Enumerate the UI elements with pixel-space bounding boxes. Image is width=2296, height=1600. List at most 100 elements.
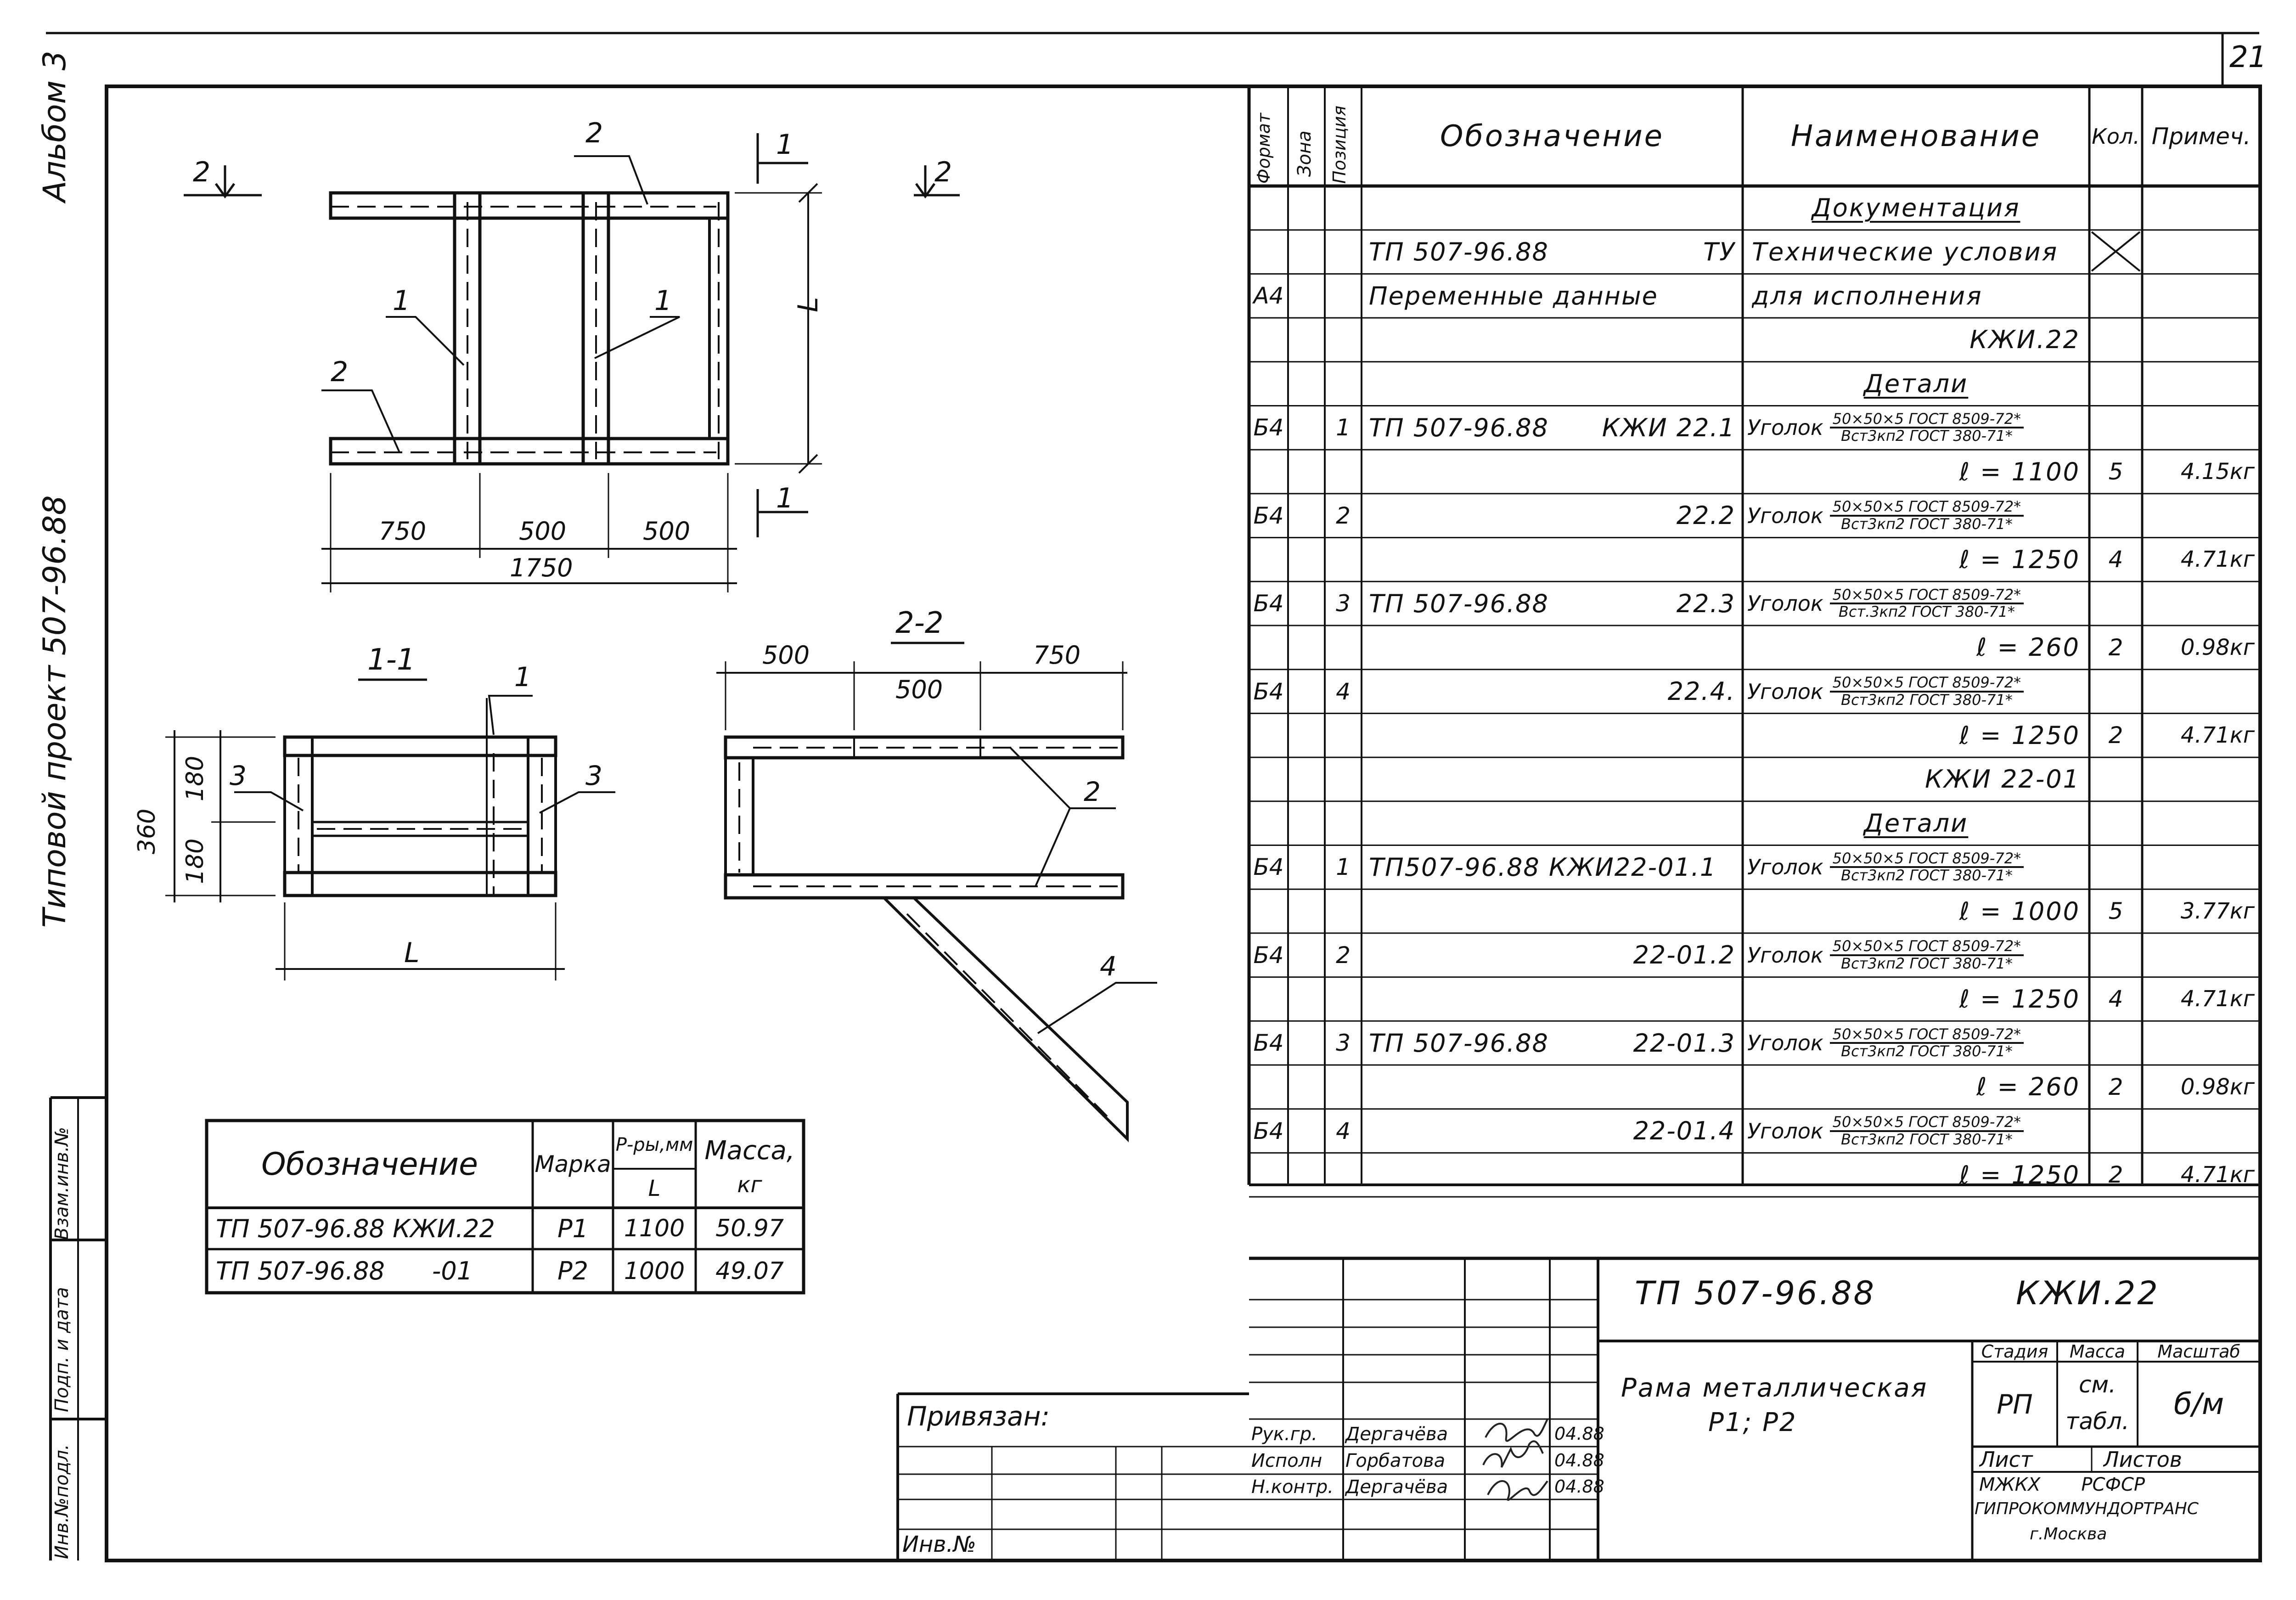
spec-fraction-bottom: Вст.3кп2 ГОСТ 380-71* bbox=[1838, 603, 2015, 621]
spec-cell-name: Детали bbox=[1863, 369, 1969, 399]
variants-row-2-mass: 49.07 bbox=[715, 1257, 784, 1285]
spec-name-fraction: 50×50×5 ГОСТ 8509-72*Вст3кп2 ГОСТ 380-71… bbox=[1829, 1026, 2024, 1059]
binding-label: Привязан: bbox=[907, 1401, 1050, 1432]
spec-cell-name: КЖИ.22 bbox=[1970, 325, 2080, 355]
spec-name-fraction: 50×50×5 ГОСТ 8509-72*Вст3кп2 ГОСТ 380-71… bbox=[1829, 851, 2024, 885]
signer-name-1: Дергачёва bbox=[1345, 1424, 1448, 1445]
spec-fraction-top: 50×50×5 ГОСТ 8509-72* bbox=[1829, 1026, 2024, 1044]
spec-cell-designation-suffix: КЖИ 22.1 bbox=[1602, 413, 1735, 442]
spec-cell-designation-suffix bbox=[1369, 362, 1735, 406]
spec-fraction-top: 50×50×5 ГОСТ 8509-72* bbox=[1829, 851, 2024, 868]
spec-cell-designation-suffix: 22-01.2 bbox=[1633, 941, 1735, 970]
spec-cell-position: 3 bbox=[1336, 1030, 1351, 1057]
spec-cell-position bbox=[1325, 801, 1362, 845]
spec-cell-format bbox=[1249, 450, 1288, 494]
spec-name-label: Уголок bbox=[1747, 855, 1823, 880]
spec-fraction-top: 50×50×5 ГОСТ 8509-72* bbox=[1829, 1114, 2024, 1132]
spec-cell-position bbox=[1325, 186, 1362, 230]
spec-cell-designation-suffix bbox=[1369, 801, 1735, 845]
spec-cell-qty bbox=[2089, 494, 2142, 538]
spec-cell-note bbox=[2148, 670, 2255, 714]
s22-dim-500-a: 500 bbox=[762, 641, 810, 670]
spec-cell-note bbox=[2148, 845, 2255, 890]
section-mark-1-top: 1 bbox=[776, 129, 794, 161]
spec-cell-position: 2 bbox=[1336, 502, 1351, 529]
spec-name-label: Уголок bbox=[1747, 503, 1823, 528]
spec-cell-qty: 2 bbox=[2108, 1161, 2123, 1189]
spec-cell-format bbox=[1249, 801, 1288, 845]
spec-cell-position: 1 bbox=[1336, 854, 1351, 881]
spec-cell-name: КЖИ 22-01 bbox=[1925, 765, 2080, 794]
side-field-inv-original: Инв.№подл. bbox=[51, 1444, 73, 1559]
spec-cell-qty bbox=[2089, 406, 2142, 450]
variants-row-1-L: 1100 bbox=[624, 1215, 685, 1242]
spec-cell-format bbox=[1249, 977, 1288, 1021]
spec-cell-position bbox=[1325, 538, 1362, 582]
spec-cell-position: 4 bbox=[1336, 678, 1351, 705]
spec-cell-note bbox=[2148, 186, 2255, 230]
section-mark-2-left: 2 bbox=[193, 156, 211, 188]
spec-cell-designation-suffix bbox=[1369, 186, 1735, 230]
title-block-stage: РП bbox=[1997, 1388, 2033, 1420]
spec-fraction-bottom: Вст3кп2 ГОСТ 380-71* bbox=[1840, 427, 2013, 445]
spec-name-label: Уголок bbox=[1747, 1031, 1823, 1056]
spec-cell-format bbox=[1249, 757, 1288, 801]
spec-cell-designation-suffix bbox=[1369, 625, 1735, 670]
binding-inv-label: Инв.№ bbox=[902, 1532, 976, 1557]
spec-cell-name: ℓ = 1250 bbox=[1959, 1160, 2080, 1189]
title-block-org2: ГИПРОКОММУНДОРТРАНС bbox=[1975, 1499, 2199, 1518]
spec-cell-name: ℓ = 1100 bbox=[1959, 457, 2080, 486]
spec-cell-format: Б4 bbox=[1253, 590, 1284, 617]
spec-cell-note bbox=[2148, 406, 2255, 450]
signer-role-3: Н.контр. bbox=[1251, 1476, 1334, 1498]
spec-cell-name: ℓ = 1250 bbox=[1959, 545, 2080, 574]
title-block-scale: б/м bbox=[2173, 1387, 2224, 1421]
spec-cell-position bbox=[1325, 274, 1362, 318]
spec-name-fraction: 50×50×5 ГОСТ 8509-72*Вст3кп2 ГОСТ 380-71… bbox=[1829, 939, 2024, 972]
spec-cell-qty bbox=[2089, 933, 2142, 977]
spec-cell-designation: ТП507-96.88 КЖИ22-01.1 bbox=[1369, 852, 1717, 882]
spec-cell-qty bbox=[2089, 230, 2142, 274]
spec-cell-position: 3 bbox=[1336, 590, 1351, 617]
spec-fraction-bottom: Вст3кп2 ГОСТ 380-71* bbox=[1840, 691, 2013, 709]
plan-callout-2-bottom: 2 bbox=[331, 356, 349, 388]
variants-row-2-mark: Р2 bbox=[557, 1256, 588, 1285]
variants-row-1-mark: Р1 bbox=[557, 1214, 588, 1243]
signatures bbox=[1482, 1419, 1548, 1501]
spec-cell-position bbox=[1325, 1065, 1362, 1109]
spec-cell-note: 4.15кг bbox=[2180, 459, 2255, 485]
signer-name-2: Горбатова bbox=[1345, 1450, 1446, 1471]
title-block-mass: см. bbox=[2078, 1371, 2116, 1398]
spec-header-note: Примеч. bbox=[2151, 123, 2251, 150]
spec-cell-qty bbox=[2089, 318, 2142, 362]
spec-cell-name: Технические условия bbox=[1752, 237, 2059, 267]
plan-callout-1-left: 1 bbox=[393, 285, 411, 317]
spec-fraction-bottom: Вст3кп2 ГОСТ 380-71* bbox=[1840, 867, 2013, 885]
title-block-code: ТП 507-96.88 bbox=[1635, 1274, 1876, 1312]
spec-fraction-bottom: Вст3кп2 ГОСТ 380-71* bbox=[1840, 954, 2013, 972]
spec-cell-note bbox=[2148, 757, 2255, 801]
spec-cell-position bbox=[1325, 757, 1362, 801]
s11-dim-L: L bbox=[404, 937, 420, 969]
spec-cell-format: А4 bbox=[1253, 282, 1284, 310]
spec-cell-designation-suffix: 22.4. bbox=[1667, 677, 1735, 706]
spec-name-fraction: 50×50×5 ГОСТ 8509-72*Вст3кп2 ГОСТ 380-71… bbox=[1829, 675, 2024, 709]
spec-cell-note: 4.71кг bbox=[2180, 1162, 2255, 1188]
spec-cell-designation-suffix bbox=[1369, 274, 1735, 318]
spec-name-label: Уголок bbox=[1747, 591, 1823, 616]
title-block-title-line2: Р1; Р2 bbox=[1708, 1408, 1797, 1437]
spec-cell-qty bbox=[2089, 274, 2142, 318]
spec-cell-note bbox=[2148, 230, 2255, 274]
variants-row-2-L: 1000 bbox=[624, 1257, 685, 1285]
spec-header-designation: Обозначение bbox=[1440, 119, 1665, 153]
spec-cell-designation: ТП 507-96.88 bbox=[1369, 413, 1549, 442]
spec-cell-designation: ТП 507-96.88 bbox=[1369, 237, 1549, 267]
title-block-sheet-label: Лист bbox=[1979, 1447, 2033, 1472]
spec-cell-qty bbox=[2089, 670, 2142, 714]
spec-cell-designation: ТП 507-96.88 bbox=[1369, 589, 1549, 618]
spec-cell-name: ℓ = 1250 bbox=[1959, 984, 2080, 1014]
